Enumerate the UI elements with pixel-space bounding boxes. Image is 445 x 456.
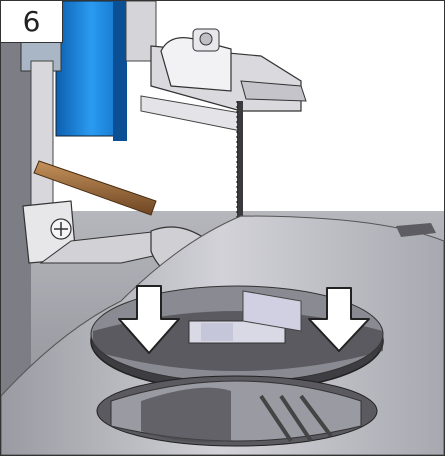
down-arrow-icon-right <box>308 287 370 352</box>
side-bracket <box>22 200 177 264</box>
throat-plate-insert <box>90 285 384 392</box>
upper-blade-clamp <box>140 28 307 132</box>
step-number-badge: 6 <box>1 1 63 43</box>
down-arrow-icon-left <box>118 285 180 354</box>
tension-rod <box>33 160 157 216</box>
lower-mechanism <box>96 375 378 447</box>
